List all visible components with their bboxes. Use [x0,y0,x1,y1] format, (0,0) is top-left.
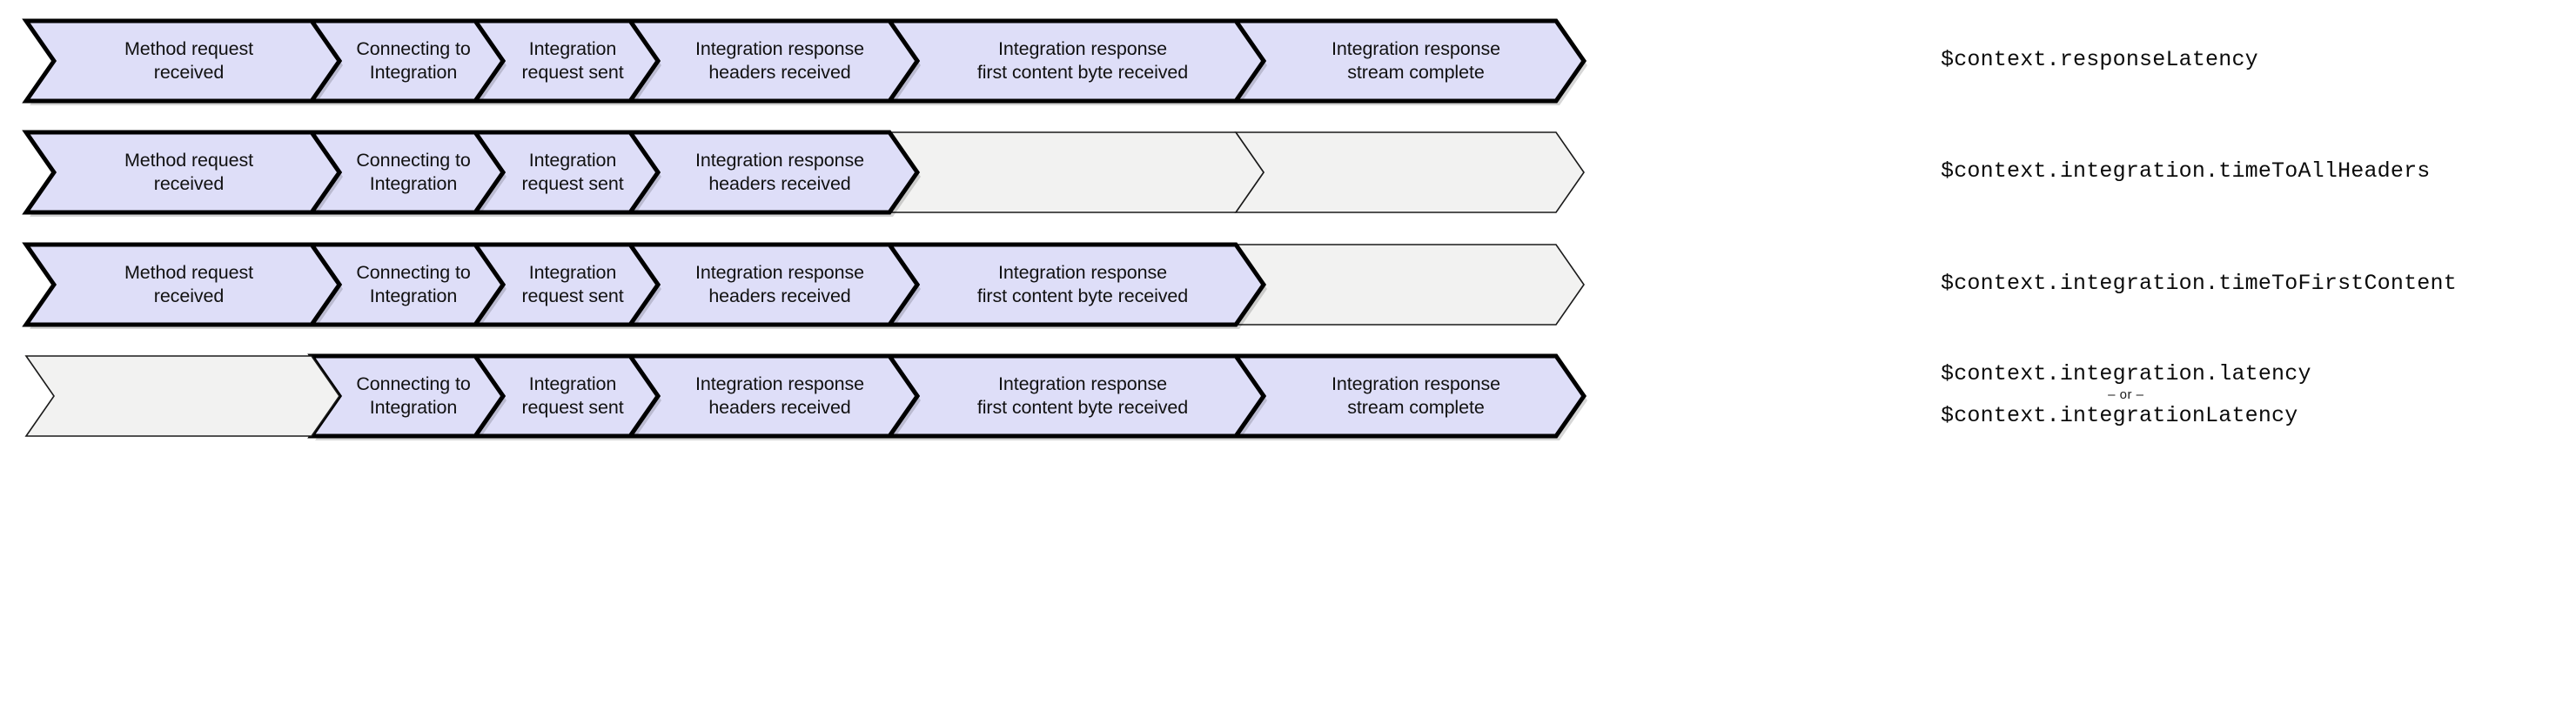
or-separator: – or – [2108,387,2144,402]
context-variable-name: $context.integration.timeToFirstContent [1941,271,2457,296]
context-variable-label: $context.integration.timeToAllHeaders [1941,158,2431,185]
context-variable-name: $context.integration.timeToAllHeaders [1941,158,2431,184]
context-variable-label: $context.responseLatency [1941,47,2258,73]
context-variable-name: $context.integrationLatency [1941,403,2298,428]
chevron-segment-6-inactive [1234,131,1585,213]
context-variable-name: $context.integration.latency [1941,361,2311,386]
chevron-segment-6-inactive [1234,244,1585,326]
chevron-segment-5-inactive [888,131,1265,213]
chevron-segment-1-inactive [24,355,340,437]
context-variable-label: $context.integration.latency– or –$conte… [1941,361,2311,429]
context-variable-name: $context.responseLatency [1941,47,2258,72]
context-variable-label: $context.integration.timeToFirstContent [1941,271,2457,297]
